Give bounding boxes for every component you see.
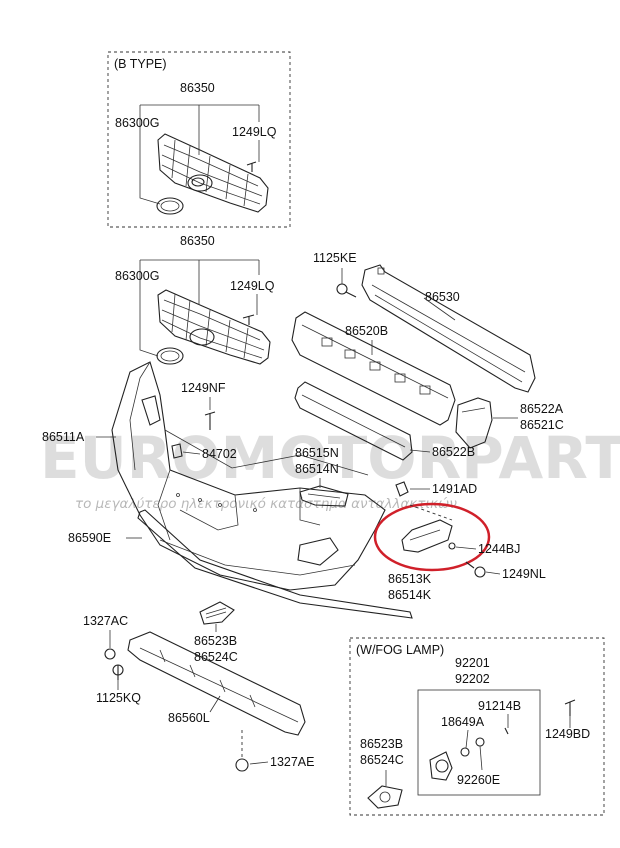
bolt-1249nl [465,561,486,578]
b-type-screw [246,161,257,172]
label-86521c: 86521C [520,418,564,432]
label-g-86300g: 86300G [115,269,159,283]
label-g-1249lq: 1249LQ [230,279,275,293]
fog-lamp-assembly [429,727,509,781]
watermark-main: EUROMOTORPARTS.GR [40,424,620,492]
label-bt-86300g: 86300G [115,116,159,130]
label-91214b: 91214B [478,699,521,713]
license-plate-label [171,443,183,459]
b-type-box [107,51,291,228]
label-f-86523b: 86523B [360,737,403,751]
fog-cover-box [367,785,403,809]
label-g-86350: 86350 [180,234,215,248]
fog-lamp-box [349,637,605,816]
label-1125ke: 1125KE [313,251,357,265]
main-emblem [156,347,184,365]
label-1249bd: 1249BD [545,727,590,741]
label-92260e: 92260E [457,773,500,787]
b-type-grille [157,133,269,213]
label-18649a: 18649A [441,715,485,729]
label-1249nf: 1249NF [181,381,226,395]
label-bt-86350: 86350 [180,81,215,95]
highlight-circle [373,502,491,572]
bolt-1125kq [112,664,124,680]
main-grille-screw [242,314,255,325]
lower-grille-86560l [127,631,306,736]
label-1327ac: 1327AC [83,614,128,628]
watermark-sub: το μεγαλύτερο ηλεκτρονικό κατάστημα αντα… [75,496,457,512]
label-86590e: 86590E [68,531,111,545]
b-type-emblem [156,197,184,215]
label-86522a: 86522A [520,402,564,416]
lower-lip [137,509,413,619]
reinforcement-beam [361,264,536,393]
label-1125kq: 1125KQ [96,691,141,705]
clip-1327ae [235,730,249,772]
nut-1327ac [104,648,116,660]
label-1249nl: 1249NL [502,567,546,581]
label-1327ae: 1327AE [270,755,314,769]
beam-bolt [336,283,357,298]
fog-lamp-inner-box [417,689,541,796]
label-92201: 92201 [455,656,490,670]
lower-absorber [294,381,413,461]
label-bt-1249lq: 1249LQ [232,125,277,139]
label-86522b: 86522B [432,445,475,459]
fog-cover-86523b [199,601,235,625]
label-86523b: 86523B [194,634,237,648]
side-bracket [455,397,493,449]
label-86514k: 86514K [388,588,432,602]
bracket-86513k [401,504,456,553]
label-1244bj: 1244BJ [478,542,520,556]
bumper-screw-1249nf [204,411,216,430]
label-86560l: 86560L [168,711,210,725]
bumper-bracket-left [141,395,161,426]
clip-1491ad [395,481,409,497]
main-grille [157,289,271,365]
label-86513k: 86513K [388,572,432,586]
label-86514n: 86514N [295,462,339,476]
label-86515n: 86515N [295,446,339,460]
energy-absorber [291,311,456,426]
label-86530: 86530 [425,290,460,304]
label-84702: 84702 [202,447,237,461]
fog-lamp-heading: (W/FOG LAMP) [356,643,444,657]
label-86511a: 86511A [42,430,85,444]
label-86520b: 86520B [345,324,388,338]
b-type-heading: (B TYPE) [114,57,167,71]
label-92202: 92202 [455,672,490,686]
label-f-86524c: 86524C [360,753,404,767]
label-1491ad: 1491AD [432,482,477,496]
label-86524c: 86524C [194,650,238,664]
screw-1249bd [564,699,576,716]
